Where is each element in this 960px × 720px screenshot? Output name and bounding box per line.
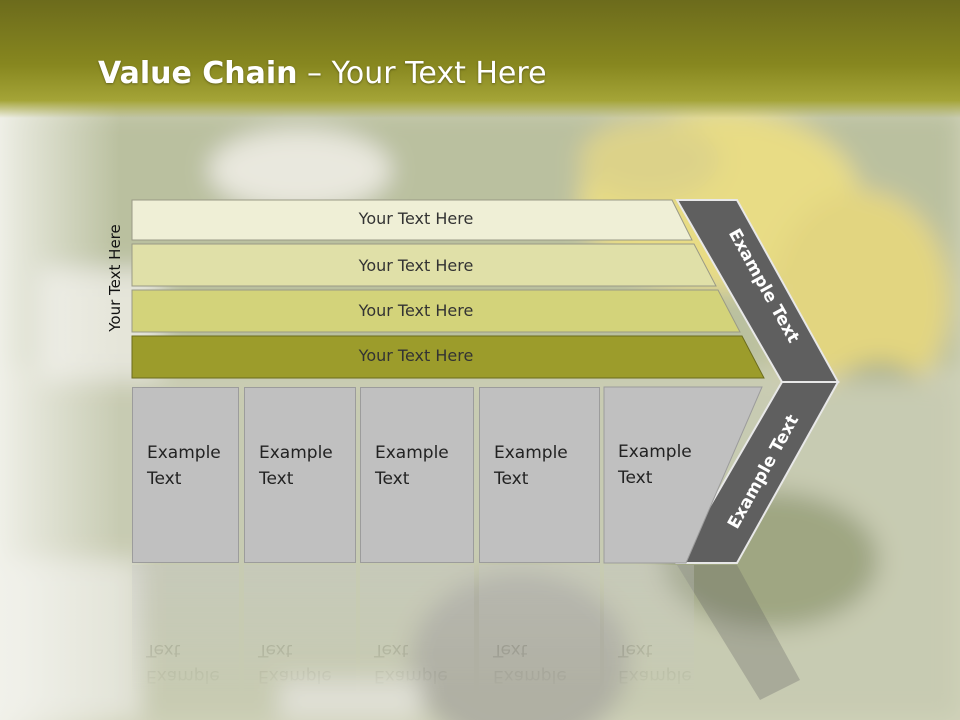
slide-title: Value Chain – Your Text Here: [98, 52, 547, 96]
box-5-wedge: [603, 386, 763, 564]
title-rest: – Your Text Here: [297, 56, 547, 91]
chain-row-4: [131, 335, 765, 379]
chain-row-2: [131, 243, 717, 287]
title-bold: Value Chain: [98, 56, 298, 91]
arrow-reflection: [677, 565, 800, 700]
chain-row-1: [131, 199, 693, 241]
row-3-label: Your Text Here: [358, 301, 474, 320]
row-4-label: Your Text Here: [358, 346, 474, 365]
row-2-label: Your Text Here: [358, 256, 474, 275]
row-1-label: Your Text Here: [358, 209, 474, 228]
title-band: [0, 0, 960, 118]
chain-row-3: [131, 289, 741, 333]
